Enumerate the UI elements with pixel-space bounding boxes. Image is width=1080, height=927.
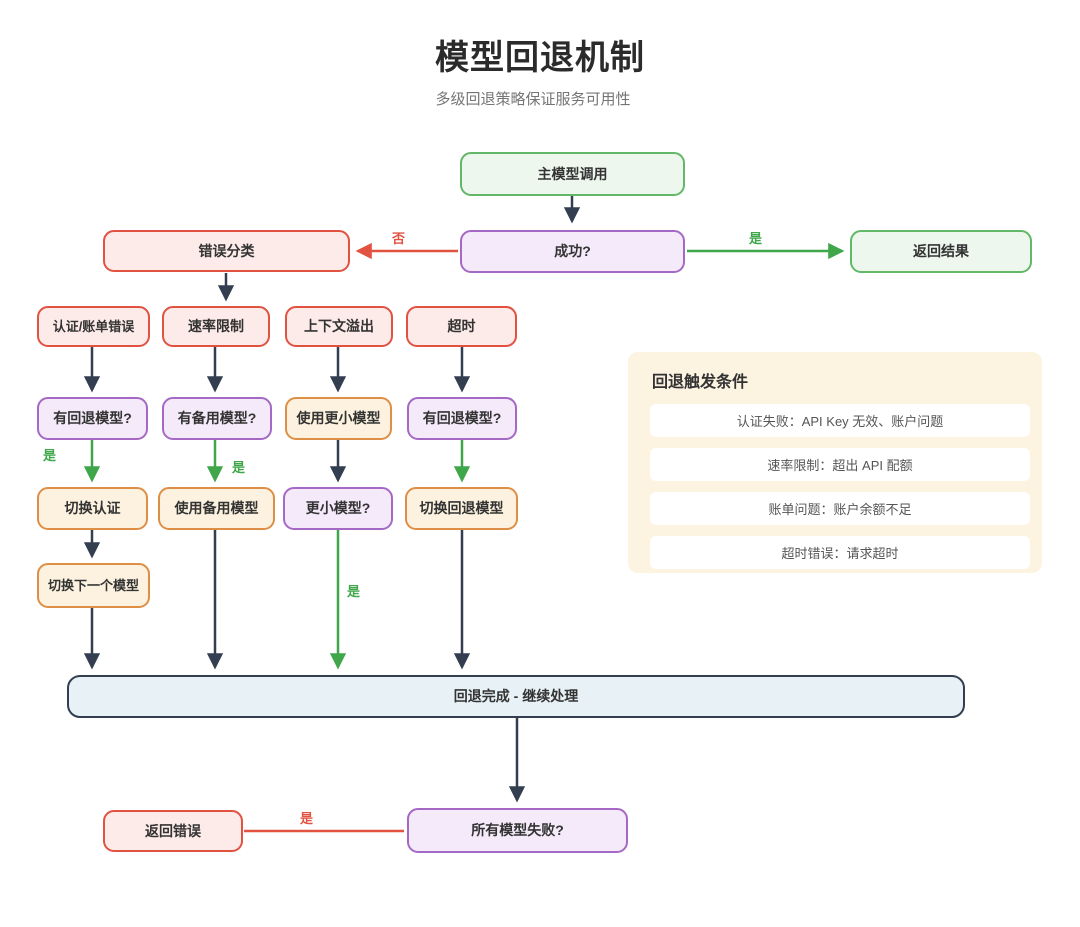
label-no: 否 — [392, 231, 406, 246]
node-cat-auth: 认证/账单错误 — [37, 306, 150, 347]
label-yes-bottom: 是 — [300, 811, 314, 826]
trigger-conditions-panel: 回退触发条件 认证失败：API Key 无效、账户问题 速率限制：超出 API … — [628, 352, 1042, 573]
panel-item-auth: 认证失败：API Key 无效、账户问题 — [650, 404, 1030, 437]
panel-title: 回退触发条件 — [652, 374, 749, 391]
node-act-switch-auth: 切换认证 — [37, 487, 148, 530]
node-dec-has-backup: 有备用模型? — [162, 397, 272, 440]
node-primary-call: 主模型调用 — [460, 152, 685, 196]
panel-item-rate: 速率限制：超出 API 配额 — [650, 448, 1030, 481]
node-cat-context: 上下文溢出 — [285, 306, 393, 347]
node-return-result: 返回结果 — [850, 230, 1032, 273]
node-success: 成功? — [460, 230, 685, 273]
label-yes-col2: 是 — [232, 460, 246, 475]
label-yes-result: 是 — [749, 231, 763, 246]
panel-item-timeout: 超时错误：请求超时 — [650, 536, 1030, 569]
node-dec-has-fallback-2: 有回退模型? — [407, 397, 517, 440]
node-act-switch-fallback: 切换回退模型 — [405, 487, 518, 530]
node-return-error: 返回错误 — [103, 810, 243, 852]
node-act-next-model: 切换下一个模型 — [37, 563, 150, 608]
node-dec-has-fallback-1: 有回退模型? — [37, 397, 148, 440]
node-act-use-backup: 使用备用模型 — [158, 487, 275, 530]
node-cat-rate: 速率限制 — [162, 306, 270, 347]
node-fallback-complete: 回退完成 - 继续处理 — [67, 675, 965, 718]
node-act-smaller-model: 更小模型? — [283, 487, 393, 530]
panel-item-billing: 账单问题：账户余额不足 — [650, 492, 1030, 525]
node-all-models-failed: 所有模型失败? — [407, 808, 628, 853]
node-error-classify: 错误分类 — [103, 230, 350, 272]
node-cat-timeout: 超时 — [406, 306, 517, 347]
page-title: 模型回退机制 — [435, 39, 645, 77]
page-subtitle: 多级回退策略保证服务可用性 — [435, 91, 631, 108]
node-dec-use-smaller: 使用更小模型 — [285, 397, 392, 440]
label-yes-col3: 是 — [347, 584, 361, 599]
label-yes-col1: 是 — [43, 448, 57, 463]
